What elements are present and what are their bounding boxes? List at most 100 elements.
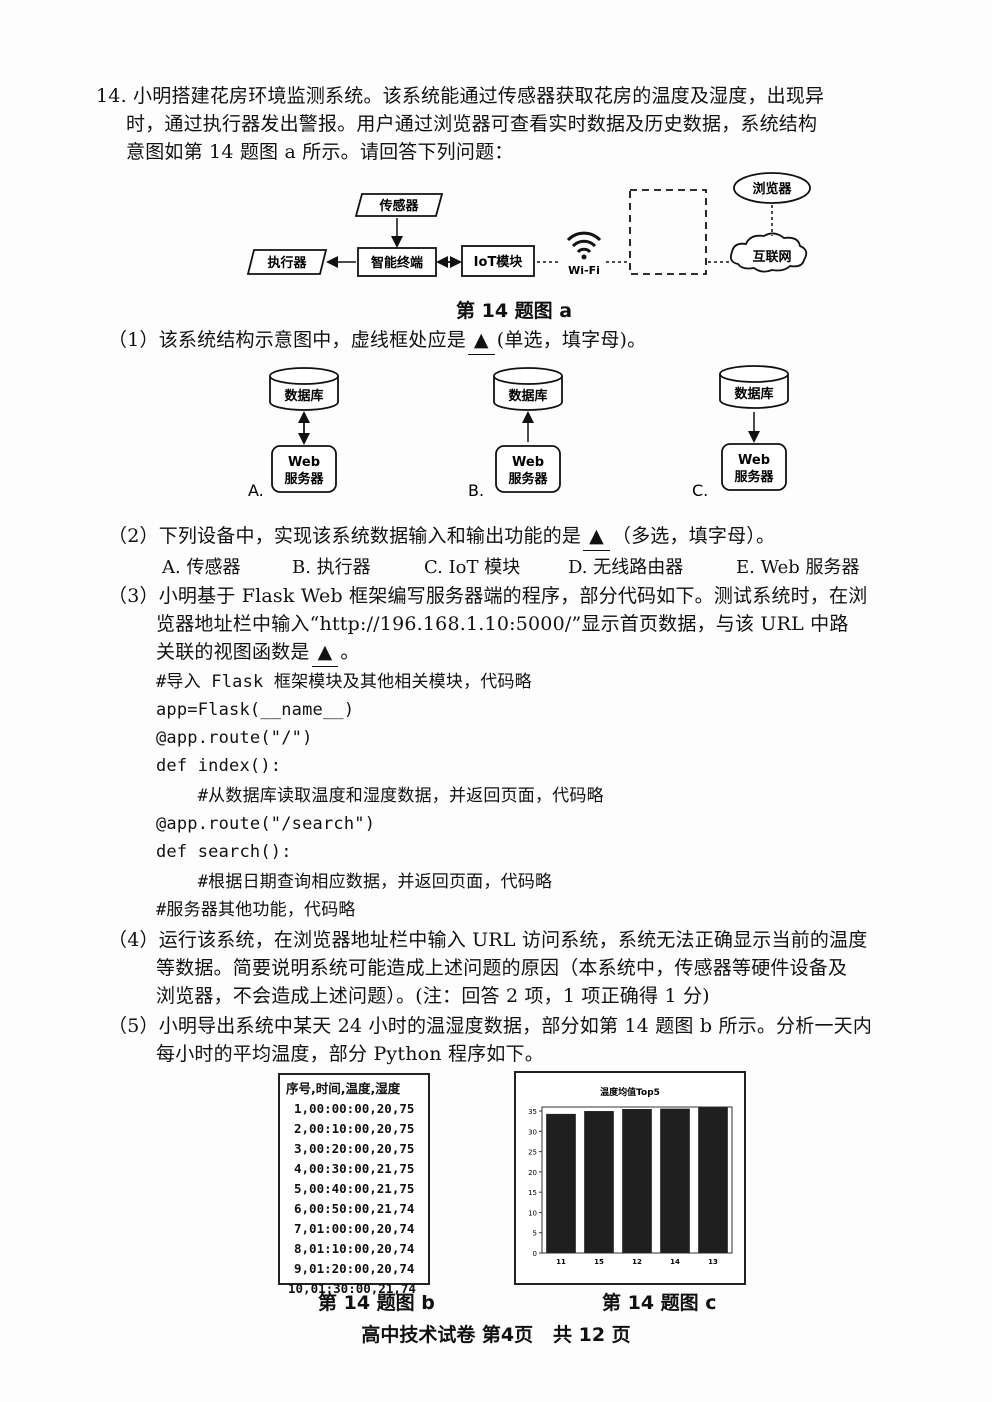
y-tick-label: 0 [533,1250,537,1258]
option-c-db-label: 数据库 [734,386,773,402]
q2-choice-d: D. 无线路由器 [568,557,684,578]
code-line-7: def search(): [156,842,292,862]
x-tick-label: 13 [708,1258,718,1266]
option-a-letter: A. [248,481,264,500]
q5-line-1: （5）小明导出系统中某天 24 小时的温湿度数据，部分如第 14 题图 b 所示… [108,1015,873,1037]
x-tick-label: 11 [556,1258,566,1266]
internet-cloud-icon: 互联网 [729,232,808,273]
wifi-icon: Wi-Fi [566,231,602,277]
q3-line-1: （3）小明基于 Flask Web 框架编写服务器端的程序，部分代码如下。测试系… [108,585,868,607]
code-line-9: #服务器其他功能，代码略 [156,900,356,920]
browser-label: 浏览器 [752,181,792,197]
question-line-1: 14. 小明搭建花房环境监测系统。该系统能通过传感器获取花房的温度及湿度，出现异 [96,85,825,107]
chart-bar [622,1109,652,1253]
q1-text: （1）该系统结构示意图中，虚线框处应是 [108,329,466,351]
iot-label: IoT模块 [474,254,524,270]
option-a: A. 数据库 Web 服务器 [248,367,339,500]
q1-text-after: (单选，填字母)。 [496,329,647,351]
chart-bar [584,1111,614,1253]
y-tick-label: 10 [528,1209,537,1217]
actuator-node: 执行器 [246,249,328,275]
table-row: 4,00:30:00,21,75 [294,1161,415,1176]
q2-choice-c: C. IoT 模块 [424,557,521,578]
q3-line-3: 关联的视图函数是▲。 [156,638,360,667]
option-c-web-label: Web [738,453,770,468]
code-line-1: #导入 Flask 框架模块及其他相关模块，代码略 [156,672,532,692]
q2-choice-e: E. Web 服务器 [736,557,860,578]
q2-prompt: （2）下列设备中，实现该系统数据输入和输出功能的是▲（多选，填字母）。 [108,522,775,551]
chart-bar [660,1108,690,1253]
table-row: 1,00:00:00,20,75 [294,1101,415,1116]
table-row: 9,01:20:00,20,74 [294,1261,415,1276]
y-tick-label: 25 [528,1149,537,1157]
q2-choice-b: B. 执行器 [292,557,371,578]
y-tick-label: 15 [528,1189,537,1197]
table-row: 6,00:50:00,21,74 [294,1201,415,1216]
x-tick-label: 12 [632,1258,642,1266]
wifi-label: Wi-Fi [568,264,600,277]
table-row: 2,00:10:00,20,75 [294,1121,415,1136]
dashed-placeholder-box [629,189,707,275]
figure-b-data-table: 序号,时间,温度,湿度 1,00:00:00,20,75 2,00:10:00,… [278,1073,430,1296]
terminal-node: 智能终端 [357,247,437,277]
q2-answer-blank: ▲ [583,522,610,551]
q2-text: （2）下列设备中，实现该系统数据输入和输出功能的是 [108,525,582,547]
table-row: 10,01:30:00,21,74 [288,1281,416,1296]
q3-line-3-end: 。 [340,641,360,663]
y-tick-label: 20 [528,1169,537,1177]
code-line-6: @app.route("/search") [156,814,376,834]
code-line-8: #根据日期查询相应数据，并返回页面，代码略 [156,872,553,892]
q2-choice-a: A. 传感器 [162,557,241,578]
option-b-server-label: 服务器 [508,471,548,487]
table-row: 7,01:00:00,20,74 [294,1221,415,1236]
iot-node: IoT模块 [461,245,535,277]
chart-bar [546,1113,576,1253]
q5-line-2: 每小时的平均温度，部分 Python 程序如下。 [156,1043,544,1065]
option-b-letter: B. [468,481,484,500]
option-a-web-label: Web [288,455,320,470]
page-footer: 高中技术试卷 第4页 共 12 页 [361,1324,631,1346]
sensor-label: 传感器 [378,198,419,214]
question-line-3: 意图如第 14 题图 a 所示。请回答下列问题： [126,141,514,163]
terminal-label: 智能终端 [371,255,423,271]
question-line-2: 时，通过执行器发出警报。用户通过浏览器可查看实时数据及历史数据，系统结构 [126,113,818,135]
q3-line-2: 览器地址栏中输入“http://196.168.1.10:5000/”显示首页数… [156,613,849,635]
q1-prompt: （1）该系统结构示意图中，虚线框处应是▲(单选，填字母)。 [108,326,646,355]
x-tick-label: 14 [670,1258,680,1266]
sensor-node: 传感器 [354,193,444,217]
q2-text-after: （多选，填字母）。 [611,525,776,547]
option-a-db-label: 数据库 [284,388,323,404]
option-c: C. 数据库 Web 服务器 [692,365,789,500]
code-line-5: #从数据库读取温度和湿度数据，并返回页面，代码略 [156,786,604,806]
system-diagram: 传感器 执行器 智能终端 IoT模块 Wi-Fi 浏览器 [246,172,811,277]
q4-line-2: 等数据。简要说明系统可能造成上述问题的原因（本系统中，传感器等硬件设备及 [156,957,848,979]
option-c-server-label: 服务器 [734,469,774,485]
y-tick-label: 5 [533,1230,537,1238]
q1-answer-blank: ▲ [467,326,495,355]
option-c-letter: C. [692,481,708,500]
q1-options-diagram: A. 数据库 Web 服务器 B. 数据库 Web 服务器 C. 数据库 [248,365,789,500]
q3-line-3-text: 关联的视图函数是 [156,641,310,663]
table-row: 8,01:10:00,20,74 [294,1241,415,1256]
y-tick-label: 30 [528,1128,537,1136]
option-b: B. 数据库 Web 服务器 [468,367,563,500]
option-b-web-label: Web [512,455,544,470]
table-header: 序号,时间,温度,湿度 [286,1081,401,1096]
q4-line-3: 浏览器，不会造成上述问题）。(注：回答 2 项，1 项正确得 1 分) [156,985,710,1007]
figure-c-caption: 第 14 题图 c [602,1292,717,1314]
x-tick-label: 15 [594,1258,604,1266]
actuator-label: 执行器 [267,255,307,271]
q4-line-1: （4）运行该系统，在浏览器地址栏中输入 URL 访问系统，系统无法正确显示当前的… [108,929,868,951]
chart-bar [698,1107,728,1253]
code-line-2: app=Flask(__name__) [156,700,355,720]
browser-node: 浏览器 [733,172,811,204]
code-line-3: @app.route("/") [156,728,313,748]
option-b-db-label: 数据库 [508,388,547,404]
code-line-4: def index(): [156,756,282,776]
option-a-server-label: 服务器 [284,471,324,487]
q3-answer-blank: ▲ [311,638,339,667]
figure-b-caption: 第 14 题图 b [318,1292,435,1314]
internet-label: 互联网 [752,250,791,265]
